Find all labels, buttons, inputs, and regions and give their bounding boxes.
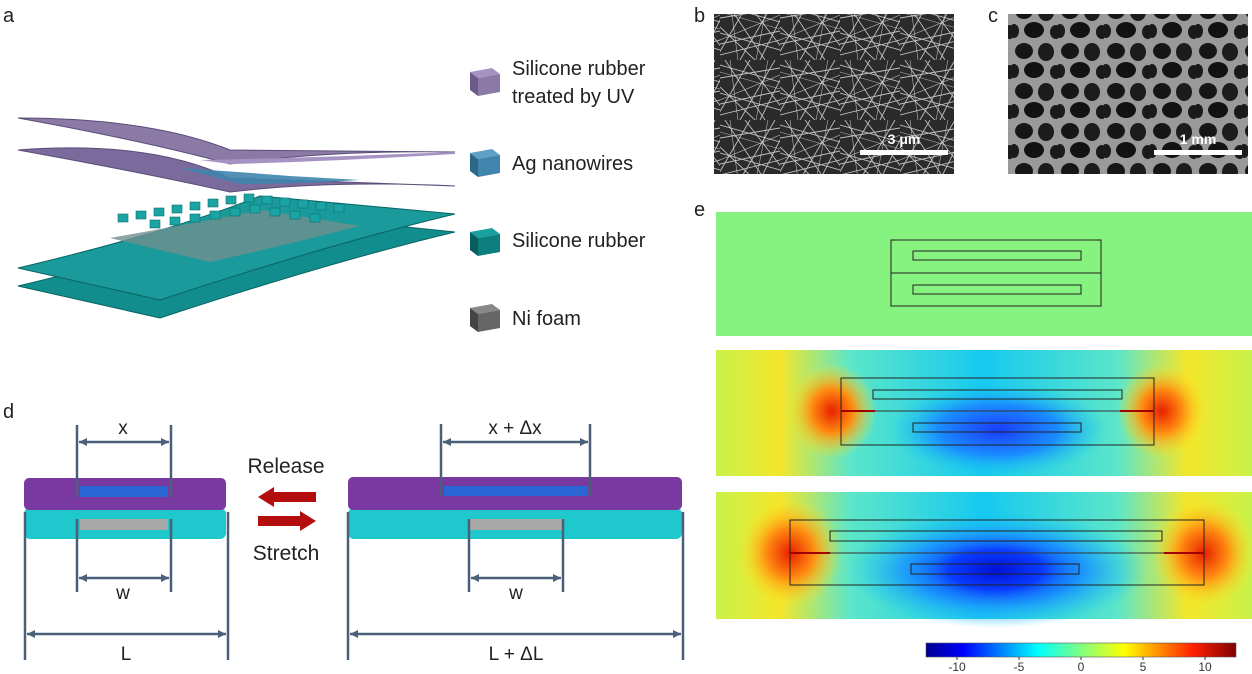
legend: Silicone rubber treated by UV Ag nanowir… xyxy=(470,58,646,332)
release-stretch-arrows: Release Stretch xyxy=(247,455,324,565)
device-released: x w L xyxy=(23,418,230,665)
colorbar-tick-label: -10 xyxy=(948,660,966,674)
agnw-strip-left xyxy=(80,486,168,497)
scale-bar-c xyxy=(1154,150,1242,155)
micro-pillars xyxy=(117,193,345,229)
nifoam-strip-right xyxy=(470,519,562,530)
layer-stack-illustration xyxy=(17,117,456,319)
dim-label-x-stretched: x + Δx xyxy=(488,418,542,439)
panel-label-c: c xyxy=(988,5,998,27)
panel-label-a: a xyxy=(3,5,15,27)
panel-label-d: d xyxy=(3,401,14,423)
agnw-strip-right xyxy=(444,486,588,496)
field-map-stretched-2 xyxy=(716,492,1252,628)
scale-label-b: 3 μm xyxy=(888,131,921,147)
label-stretch: Stretch xyxy=(253,542,320,565)
field-map-stretched-1 xyxy=(716,350,1252,476)
panel-label-b: b xyxy=(694,5,705,27)
legend-label-rubber: Silicone rubber xyxy=(512,230,646,252)
legend-swatch-nifoam xyxy=(470,304,500,332)
arrow-right-icon xyxy=(258,511,316,531)
colorbar-tick-label: 10 xyxy=(1198,660,1212,674)
nifoam-strip-left xyxy=(80,519,168,530)
scale-label-c: 1 mm xyxy=(1180,131,1217,147)
legend-label-uv-line1: Silicone rubber xyxy=(512,58,646,80)
field-map-unstretched xyxy=(716,212,1252,336)
scale-bar-b xyxy=(860,150,948,155)
stretch-schematic: x w L Release Stretch xyxy=(23,418,685,665)
device-stretched: x + Δx w L + ΔL xyxy=(346,418,685,665)
legend-swatch-agnw xyxy=(470,149,500,177)
dim-label-l-stretched: L + ΔL xyxy=(489,644,544,665)
legend-swatch-rubber xyxy=(470,228,500,256)
dim-label-w-right: w xyxy=(508,583,523,604)
dim-label-l: L xyxy=(121,644,132,665)
dim-label-x: x xyxy=(118,418,128,439)
sem-image-ni-foam: 1 mm xyxy=(1008,14,1248,174)
legend-label-nifoam: Ni foam xyxy=(512,308,581,330)
field-simulations: -10 -5 0 5 10 xyxy=(716,212,1252,674)
arrow-left-icon xyxy=(258,487,316,507)
colorbar-tick-label: 0 xyxy=(1078,660,1085,674)
legend-label-uv-line2: treated by UV xyxy=(512,86,635,108)
dim-label-w-left: w xyxy=(115,583,130,604)
panel-label-e: e xyxy=(694,199,705,221)
colorbar-tick-label: 5 xyxy=(1140,660,1147,674)
colorbar-tick-label: -5 xyxy=(1014,660,1025,674)
legend-label-agnw: Ag nanowires xyxy=(512,153,633,175)
label-release: Release xyxy=(247,455,324,478)
sem-image-nanowires: 3 μm xyxy=(714,14,954,174)
legend-swatch-uv-rubber xyxy=(470,68,500,96)
colorbar-ticks: -10 -5 0 5 10 xyxy=(948,657,1212,674)
colorbar: -10 -5 0 5 10 xyxy=(925,642,1237,674)
